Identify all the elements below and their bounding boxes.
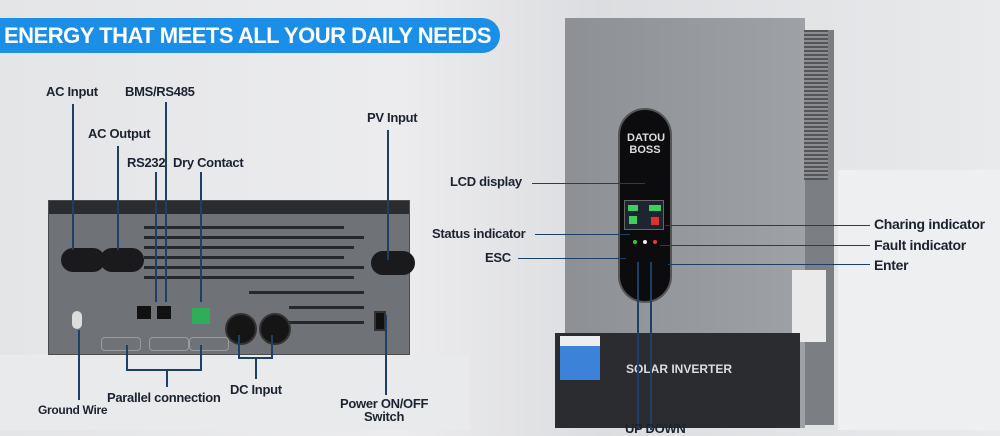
label-lcd-display: LCD display bbox=[450, 174, 522, 189]
label-pv-input: PV Input bbox=[367, 110, 418, 125]
vent-grille bbox=[804, 30, 828, 180]
model-text: SOLAR INVERTER bbox=[626, 362, 733, 376]
label-up-down: UP DOWN bbox=[625, 421, 686, 436]
label-ground-wire: Ground Wire bbox=[38, 403, 108, 417]
rs232-port bbox=[137, 306, 151, 319]
dc-input-negative bbox=[259, 313, 291, 345]
circuit-breaker bbox=[560, 336, 600, 380]
label-parallel-connection: Parallel connection bbox=[107, 390, 221, 405]
ground-terminal bbox=[72, 311, 82, 329]
pv-input-port bbox=[371, 251, 415, 275]
status-led bbox=[633, 240, 637, 244]
label-esc: ESC bbox=[485, 250, 511, 265]
ac-output-port bbox=[100, 248, 144, 272]
dc-input-positive bbox=[225, 313, 257, 345]
label-bms-rs485: BMS/RS485 bbox=[125, 84, 195, 99]
dry-contact-terminal bbox=[192, 308, 210, 324]
inverter-rear-panel bbox=[48, 200, 415, 355]
parallel-port-1 bbox=[101, 337, 141, 351]
label-ac-input: AC Input bbox=[46, 84, 98, 99]
lcd-screen bbox=[624, 200, 664, 230]
fault-led bbox=[653, 240, 657, 244]
charging-led bbox=[643, 240, 647, 244]
pedestal-right bbox=[838, 170, 1000, 430]
spec-sticker bbox=[792, 270, 826, 342]
ac-input-port bbox=[61, 248, 105, 272]
label-dry-contact: Dry Contact bbox=[173, 155, 244, 170]
label-status-indicator: Status indicator bbox=[432, 226, 526, 241]
parallel-port-3 bbox=[189, 337, 229, 351]
label-fault-indicator: Fault indicator bbox=[874, 237, 966, 253]
parallel-port-2 bbox=[149, 337, 189, 351]
label-charging-indicator: Charing indicator bbox=[874, 216, 985, 232]
label-ac-output: AC Output bbox=[88, 126, 151, 141]
label-enter: Enter bbox=[874, 257, 909, 273]
label-rs232: RS232 bbox=[127, 155, 166, 170]
headline-banner: ENERGY THAT MEETS ALL YOUR DAILY NEEDS bbox=[0, 18, 500, 53]
label-dc-input: DC Input bbox=[230, 382, 282, 397]
bms-rs485-port bbox=[157, 306, 171, 319]
